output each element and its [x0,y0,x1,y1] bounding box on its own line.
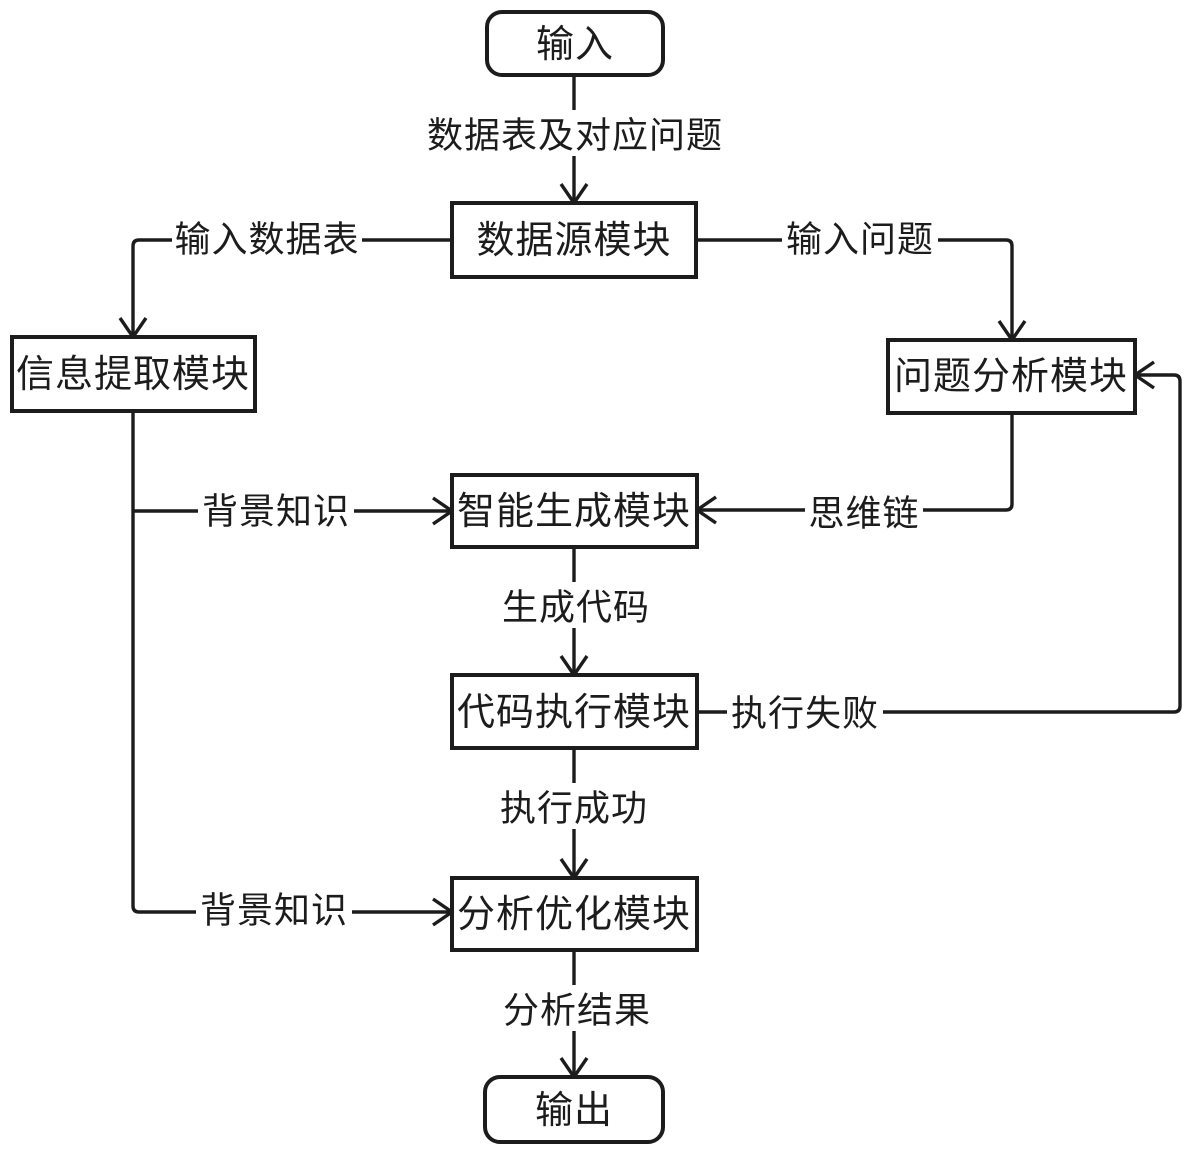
edge-label-execution-failed: 执行失败 [727,688,883,734]
node-code-exec: 代码执行模块 [450,673,699,750]
edge-label-execution-succeeded: 执行成功 [496,783,652,829]
edge-infoextract-to-analysisopt [131,411,450,914]
node-question-analysis-label: 问题分析模块 [894,356,1128,398]
node-info-extract-shape [10,335,257,413]
node-layer: 输入 数据源模块 信息提取模块 问题分析模块 智能生成模块 代码执行模块 分析优… [10,10,1137,1144]
node-analysis-opt: 分析优化模块 [450,876,699,952]
node-info-extract: 信息提取模块 [10,335,257,413]
node-output-shape [483,1075,665,1144]
edge-label-bg [782,214,938,260]
edge-label-text: 数据表及对应问题 [427,115,723,156]
edge-label-generate-code: 生成代码 [498,582,654,628]
edge-label-text: 背景知识 [202,491,350,532]
node-intelligent-gen-label: 智能生成模块 [457,491,691,533]
edge-label-bg [727,688,883,734]
edge-label-text: 分析结果 [503,990,651,1031]
edge-label-bg [805,488,923,534]
node-code-exec-label: 代码执行模块 [457,692,691,734]
node-info-extract-label: 信息提取模块 [16,354,250,396]
node-input-label: 输入 [536,24,614,66]
edge-label-bg [196,885,352,931]
node-code-exec-shape [450,673,699,750]
node-question-analysis: 问题分析模块 [886,338,1137,415]
edge-label-background-knowledge-top: 背景知识 [198,486,354,532]
node-data-source-label: 数据源模块 [476,220,671,262]
edge-label-bg [198,486,354,532]
node-analysis-opt-shape [450,876,699,952]
edge-label-analysis-result: 分析结果 [499,985,655,1031]
node-analysis-opt-label: 分析优化模块 [457,894,691,936]
node-output-label: 输出 [535,1090,613,1132]
edge-label-text: 思维链 [808,493,919,534]
edge-label-input-data-table: 输入数据表 [172,214,362,260]
edge-label-input-question: 输入问题 [782,214,938,260]
edge-label-background-knowledge-bottom: 背景知识 [196,885,352,931]
edge-datasource-to-questionanalysis [696,238,1014,338]
node-data-source-shape [450,201,698,279]
edge-label-text: 执行成功 [500,788,648,829]
edge-label-text: 执行失败 [731,693,879,734]
node-intelligent-gen: 智能生成模块 [450,473,699,549]
edge-label-text: 输入数据表 [174,219,359,260]
edge-label-text: 输入问题 [786,219,934,260]
edge-datasource-to-infoextract [131,238,452,335]
edge-label-bg [498,582,654,628]
edge-label-bg [425,110,725,156]
node-intelligent-gen-shape [450,473,699,549]
node-input-shape [485,10,665,77]
edge-label-text: 背景知识 [200,890,348,931]
edge-label-layer: 数据表及对应问题 输入数据表 输入问题 背景知识 思维链 生成代码 执行失败 [172,110,938,1031]
node-output: 输出 [483,1075,665,1144]
edge-label-bg [499,985,655,1031]
edge-questionanalysis-to-intelligentgen [699,413,1014,512]
node-input: 输入 [485,10,665,77]
edge-label-chain-of-thought: 思维链 [805,488,923,534]
edge-label-bg [496,783,652,829]
node-data-source: 数据源模块 [450,201,698,279]
edge-label-table-and-question: 数据表及对应问题 [425,110,725,156]
node-question-analysis-shape [886,338,1137,415]
edge-label-text: 生成代码 [502,587,650,628]
edge-label-bg [172,214,362,260]
edge-codeexec-feedback-to-questionanalysis [697,373,1182,714]
